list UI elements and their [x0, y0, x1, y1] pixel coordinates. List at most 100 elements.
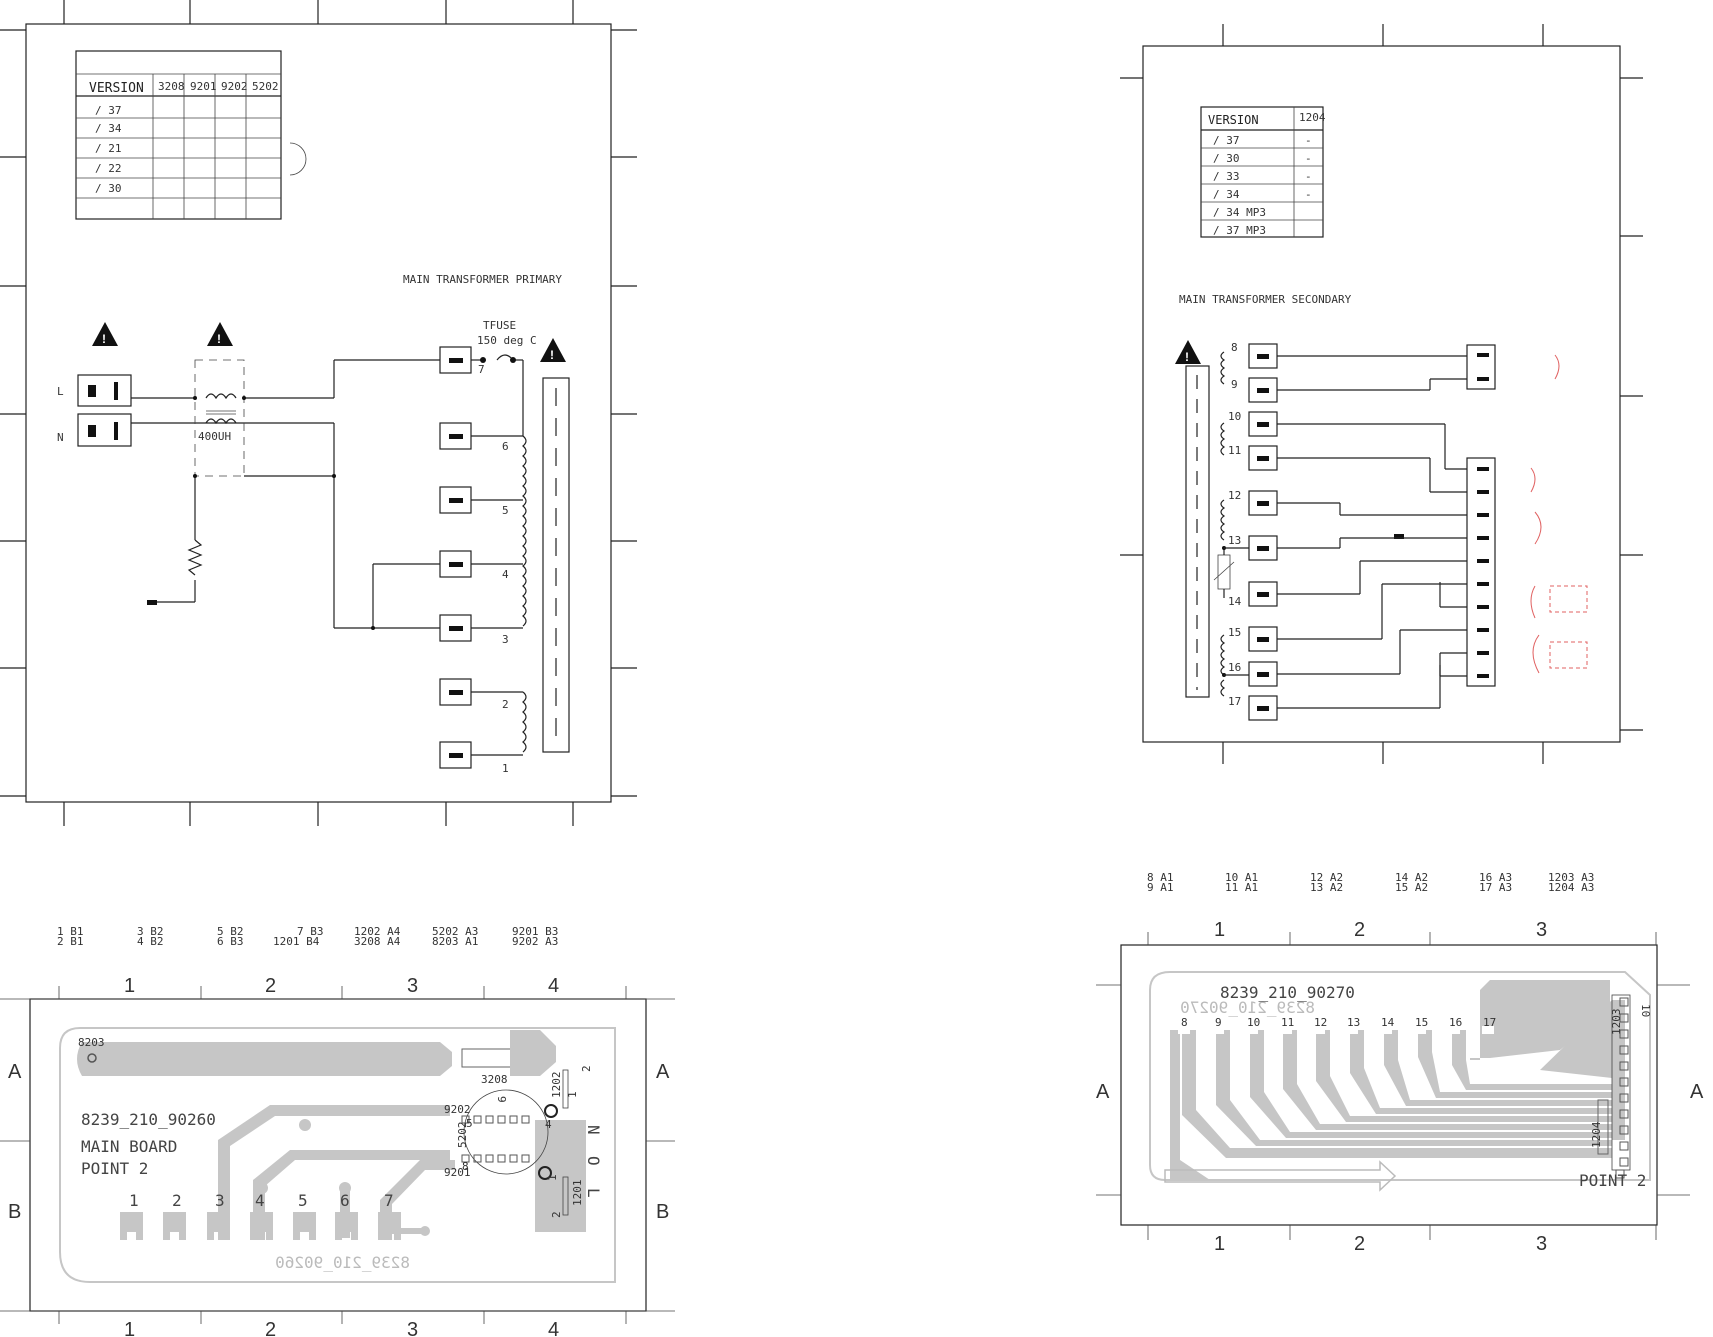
neutral-label: N — [57, 431, 64, 444]
pin-label: 16 — [1228, 661, 1241, 674]
version-header: VERSION — [1208, 113, 1259, 127]
pin-label: 2 — [502, 698, 509, 711]
col-label: 2 — [1354, 919, 1365, 941]
version-row: / 34 MP3 — [1213, 206, 1266, 219]
copper-traces — [77, 1030, 586, 1240]
version-cell: - — [1305, 170, 1312, 183]
svg-text:!: ! — [550, 348, 554, 362]
primary-version-table: VERSION 3208 9201 9202 5202 / 37 / 34 / … — [75, 50, 282, 220]
comp-1204: 1204 — [1590, 1121, 1603, 1148]
ref-item: 13 A2 — [1310, 881, 1343, 894]
pad-label: 14 — [1381, 1016, 1395, 1029]
ref-item: 4 B2 — [137, 935, 164, 948]
version-row: / 34 — [1213, 188, 1240, 201]
pad-label: 3 — [215, 1191, 225, 1210]
pin-label: 3 — [502, 633, 509, 646]
row-label: A — [8, 1061, 22, 1083]
board-code-mirrored: 8239_210_90270 — [1180, 998, 1315, 1017]
warning-icon: ! — [540, 338, 566, 362]
version-row: / 33 — [1213, 170, 1240, 183]
comp-1202: 1202 — [550, 1072, 563, 1099]
arrow-icon — [1164, 1160, 1397, 1192]
pad-label: 13 — [1347, 1016, 1360, 1029]
pad-label: 15 — [1415, 1016, 1428, 1029]
pin-label: 10 — [1228, 410, 1241, 423]
secondary-version-table: VERSION 1204 / 37 / 30 / 33 / 34 / 34 MP… — [1200, 106, 1326, 238]
row-label: B — [656, 1201, 669, 1223]
pad-label: 2 — [172, 1191, 182, 1210]
pin-marker: 1 — [546, 1174, 559, 1181]
pin-label: 14 — [1228, 595, 1242, 608]
row-label: A — [1690, 1081, 1704, 1103]
col-label: 3 — [407, 1319, 418, 1337]
secondary-terminals — [1248, 343, 1278, 721]
pin-label: 5 — [502, 504, 509, 517]
version-cell: - — [1305, 152, 1312, 165]
row-label: A — [656, 1061, 670, 1083]
mains-connector-l — [77, 374, 132, 407]
secondary-title: MAIN TRANSFORMER SECONDARY — [1179, 293, 1352, 306]
col-1204: 1204 — [1299, 111, 1326, 124]
ref-item: 1 B1 — [57, 925, 84, 938]
version-row: / 37 MP3 — [1213, 224, 1266, 237]
pin-marker: 10 — [1639, 1004, 1652, 1017]
ref-item: 6 B3 — [217, 935, 244, 948]
tfuse-temp-label: 150 deg C — [477, 334, 537, 347]
warning-icon: ! — [92, 322, 118, 346]
version-row: / 37 — [1213, 134, 1240, 147]
ref-item: 9201 B3 — [512, 925, 558, 938]
board-frame — [1120, 944, 1658, 1226]
pin-label: 4 — [502, 568, 509, 581]
version-cell: - — [1305, 188, 1312, 201]
ref-item: 14 A2 — [1395, 871, 1428, 884]
mains-o-marker: O — [584, 1156, 603, 1166]
board-code: 8239_210_90260 — [81, 1110, 216, 1129]
ref-item: 12 A2 — [1310, 871, 1343, 884]
pin-marker: 4 — [545, 1118, 552, 1131]
tfuse-label: TFUSE — [483, 319, 516, 332]
pin-label: 17 — [1228, 695, 1241, 708]
copper-traces — [1170, 980, 1625, 1180]
version-row: / 22 — [95, 162, 122, 175]
col-label: 1 — [1214, 919, 1225, 941]
comp-8203: 8203 — [78, 1036, 105, 1049]
ref-item: 9 A1 — [1147, 881, 1174, 894]
pad-label: 8 — [1181, 1016, 1188, 1029]
ref-item: 3 B2 — [137, 925, 164, 938]
svg-text:!: ! — [217, 332, 221, 346]
pad-row — [120, 1212, 401, 1240]
col-label: 1 — [1214, 1233, 1225, 1255]
pad-label: 6 — [340, 1191, 350, 1210]
secondary-schematic: VERSION 1204 / 37 / 30 / 33 / 34 / 34 MP… — [1120, 24, 1643, 764]
col-label: 3 — [1536, 919, 1547, 941]
transformer-core — [1185, 365, 1210, 698]
col-label: 2 — [1354, 1233, 1365, 1255]
mains-n-marker: N — [584, 1125, 603, 1135]
pad-label: 17 — [1483, 1016, 1496, 1029]
line-label: L — [57, 385, 64, 398]
col-3208: 3208 — [158, 80, 185, 93]
comp-1201: 1201 — [571, 1180, 584, 1207]
version-cell: - — [1305, 134, 1312, 147]
ref-item: 5202 A3 — [432, 925, 478, 938]
comp-3208: 3208 — [481, 1073, 508, 1086]
inductor-label: 400UH — [198, 430, 231, 443]
col-label: 4 — [548, 975, 559, 997]
pad-label: 7 — [384, 1191, 394, 1210]
comp-9201: 9201 — [444, 1166, 471, 1179]
ref-item: 3208 A4 — [354, 935, 401, 948]
col-label: 3 — [1536, 1233, 1547, 1255]
pin-marker: 2 — [580, 1065, 593, 1072]
point-label: POINT 2 — [1579, 1171, 1646, 1190]
mains-connector-n — [77, 413, 132, 447]
secondary-windings — [1213, 351, 1235, 697]
ref-item: 16 A3 — [1479, 871, 1512, 884]
ref-item: 11 A1 — [1225, 881, 1258, 894]
col-label: 4 — [548, 1319, 559, 1337]
pin-marker: 9 — [495, 1096, 508, 1103]
version-row: / 37 — [95, 104, 122, 117]
transformer-footprint — [463, 1089, 549, 1175]
ref-item: 1204 A3 — [1548, 881, 1594, 894]
pad-label: 4 — [255, 1191, 265, 1210]
